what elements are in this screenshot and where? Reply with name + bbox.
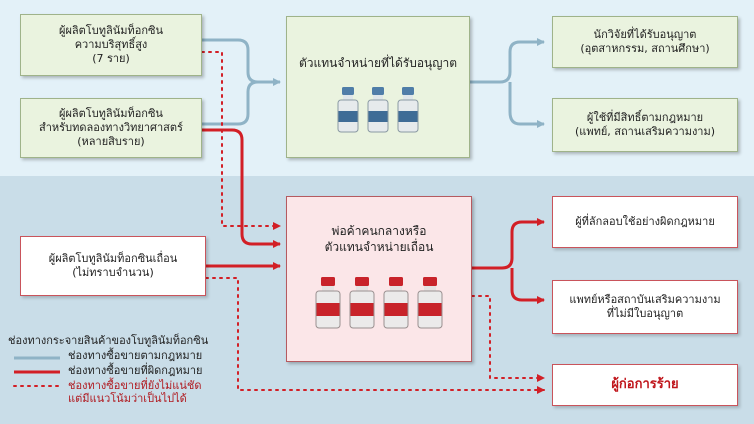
recipient-unlicensed-clinics-box: แพทย์หรือสถาบันเสริมความงาม ที่ไม่มีใบอน…	[552, 280, 738, 334]
legal-line-to-researchers	[470, 38, 545, 84]
illegal-line-hub-to-illegal-users	[472, 218, 545, 270]
recipient-licensed-researchers-label: นักวิจัยที่ได้รับอนุญาต (อุตสาหกรรม, สถา…	[580, 28, 710, 55]
licensed-vials	[287, 87, 469, 133]
legend-possible-row: ช่องทางซื้อขายที่ยังไม่แน่ชัด แต่มีแนวโน…	[8, 379, 238, 405]
legal-line-high-purity	[202, 38, 281, 86]
recipient-terrorists-box: ผู้ก่อการร้าย	[552, 364, 738, 406]
producer-illegal-box: ผู้ผลิตโบทูลินัมท็อกซินเถื่อน (ไม่ทราบจำ…	[20, 236, 206, 296]
illegal-line-research-to-hub	[202, 128, 281, 248]
producer-high-purity-label: ผู้ผลิตโบทูลินัมท็อกซิน ความบริสุทธิ์สูง…	[59, 24, 163, 65]
legal-line-to-users	[508, 82, 545, 128]
illicit-distributor-box: พ่อค้าคนกลางหรือ ตัวแทนจำหน่ายเถื่อน	[286, 196, 472, 362]
legend-legal-label: ช่องทางซื้อขายตามกฎหมาย	[68, 349, 203, 362]
legend: ช่องทางกระจายสินค้าของโบทูลินัมท็อกซิน ช…	[8, 334, 238, 405]
recipient-licensed-researchers-box: นักวิจัยที่ได้รับอนุญาต (อุตสาหกรรม, สถา…	[552, 16, 738, 68]
illegal-line-hub-to-clinics	[510, 268, 545, 304]
vial-red-icon	[349, 277, 375, 329]
licensed-distributor-label: ตัวแทนจำหน่ายที่ได้รับอนุญาต	[299, 56, 457, 70]
legend-legal-row: ช่องทางซื้อขายตามกฎหมาย	[8, 349, 238, 362]
legend-possible-label: ช่องทางซื้อขายที่ยังไม่แน่ชัด แต่มีแนวโน…	[68, 379, 202, 405]
recipient-licensed-users-label: ผู้ใช้ที่มีสิทธิ์ตามกฎหมาย (แพทย์, สถานเ…	[574, 111, 716, 138]
possible-line-high-purity-to-hub	[201, 51, 281, 230]
recipient-unlicensed-clinics-label: แพทย์หรือสถาบันเสริมความงาม ที่ไม่มีใบอน…	[569, 293, 721, 320]
legend-illegal-row: ช่องทางซื้อขายที่ผิดกฎหมาย	[8, 364, 238, 377]
producer-high-purity-box: ผู้ผลิตโบทูลินัมท็อกซิน ความบริสุทธิ์สูง…	[20, 14, 202, 76]
vial-red-icon	[315, 277, 341, 329]
vial-red-icon	[417, 277, 443, 329]
possible-line-illegal-producer-to-terrorists	[205, 277, 545, 394]
producer-illegal-label: ผู้ผลิตโบทูลินัมท็อกซินเถื่อน (ไม่ทราบจำ…	[48, 252, 178, 279]
possible-line-hub-to-terrorists	[471, 295, 545, 382]
recipient-terrorists-label: ผู้ก่อการร้าย	[611, 377, 679, 392]
producer-research-box: ผู้ผลิตโบทูลินัมท็อกซิน สำหรับทดลองทางวิ…	[20, 98, 202, 158]
legal-line-research	[202, 80, 280, 126]
vial-blue-icon	[367, 87, 389, 133]
licensed-distributor-box: ตัวแทนจำหน่ายที่ได้รับอนุญาต	[286, 16, 470, 158]
vial-red-icon	[383, 277, 409, 329]
producer-research-label: ผู้ผลิตโบทูลินัมท็อกซิน สำหรับทดลองทางวิ…	[39, 107, 183, 148]
vial-blue-icon	[397, 87, 419, 133]
recipient-illegal-users-box: ผู้ที่ลักลอบใช้อย่างผิดกฎหมาย	[552, 196, 738, 248]
legend-illegal-label: ช่องทางซื้อขายที่ผิดกฎหมาย	[68, 364, 203, 377]
illicit-vials	[287, 277, 471, 329]
vial-blue-icon	[337, 87, 359, 133]
recipient-licensed-users-box: ผู้ใช้ที่มีสิทธิ์ตามกฎหมาย (แพทย์, สถานเ…	[552, 98, 738, 152]
recipient-illegal-users-label: ผู้ที่ลักลอบใช้อย่างผิดกฎหมาย	[575, 215, 715, 228]
legend-title: ช่องทางกระจายสินค้าของโบทูลินัมท็อกซิน	[8, 334, 209, 347]
illicit-distributor-label: พ่อค้าคนกลางหรือ ตัวแทนจำหน่ายเถื่อน	[324, 224, 434, 254]
